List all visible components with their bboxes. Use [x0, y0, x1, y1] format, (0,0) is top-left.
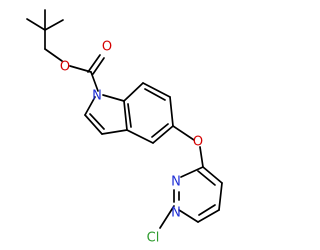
molecule-structure: O O N O N N Cl	[0, 0, 250, 250]
bond	[84, 96, 96, 116]
pyrimidine-nitrogen-label: N	[171, 175, 181, 190]
bond	[197, 209, 220, 223]
bond	[44, 48, 63, 62]
ether-oxygen-label: O	[193, 135, 203, 150]
bond	[144, 88, 166, 101]
bond	[87, 54, 101, 73]
bond	[169, 96, 174, 127]
bond	[178, 209, 199, 223]
bonds	[26, 9, 223, 229]
bond	[92, 57, 105, 75]
bond	[151, 123, 169, 138]
bond	[69, 65, 92, 73]
ester-oxygen-label: O	[60, 60, 70, 75]
bond	[26, 18, 46, 31]
indole-nitrogen-label: N	[92, 89, 102, 104]
bond	[101, 129, 128, 135]
canvas-background	[0, 0, 250, 250]
bond	[180, 166, 204, 178]
carbonyl-oxygen-label: O	[102, 40, 112, 55]
bond	[198, 204, 216, 216]
bond	[199, 146, 204, 168]
bond	[197, 170, 216, 186]
pyrimidine-nitrogen-label: N	[171, 206, 181, 221]
bond	[123, 100, 128, 131]
bond	[159, 205, 175, 229]
bond	[44, 19, 64, 31]
bond	[142, 82, 171, 98]
bond	[127, 103, 132, 128]
bond	[90, 71, 99, 92]
bond	[84, 114, 103, 135]
bond	[152, 125, 174, 144]
bond	[123, 82, 144, 102]
bond	[218, 182, 223, 211]
chlorine-label: Cl	[147, 231, 160, 246]
atom-labels: O O N O N N Cl	[60, 40, 203, 246]
bond	[126, 129, 154, 144]
bond	[172, 125, 195, 141]
bond	[102, 94, 125, 102]
bond	[202, 166, 223, 184]
bond	[89, 113, 105, 130]
